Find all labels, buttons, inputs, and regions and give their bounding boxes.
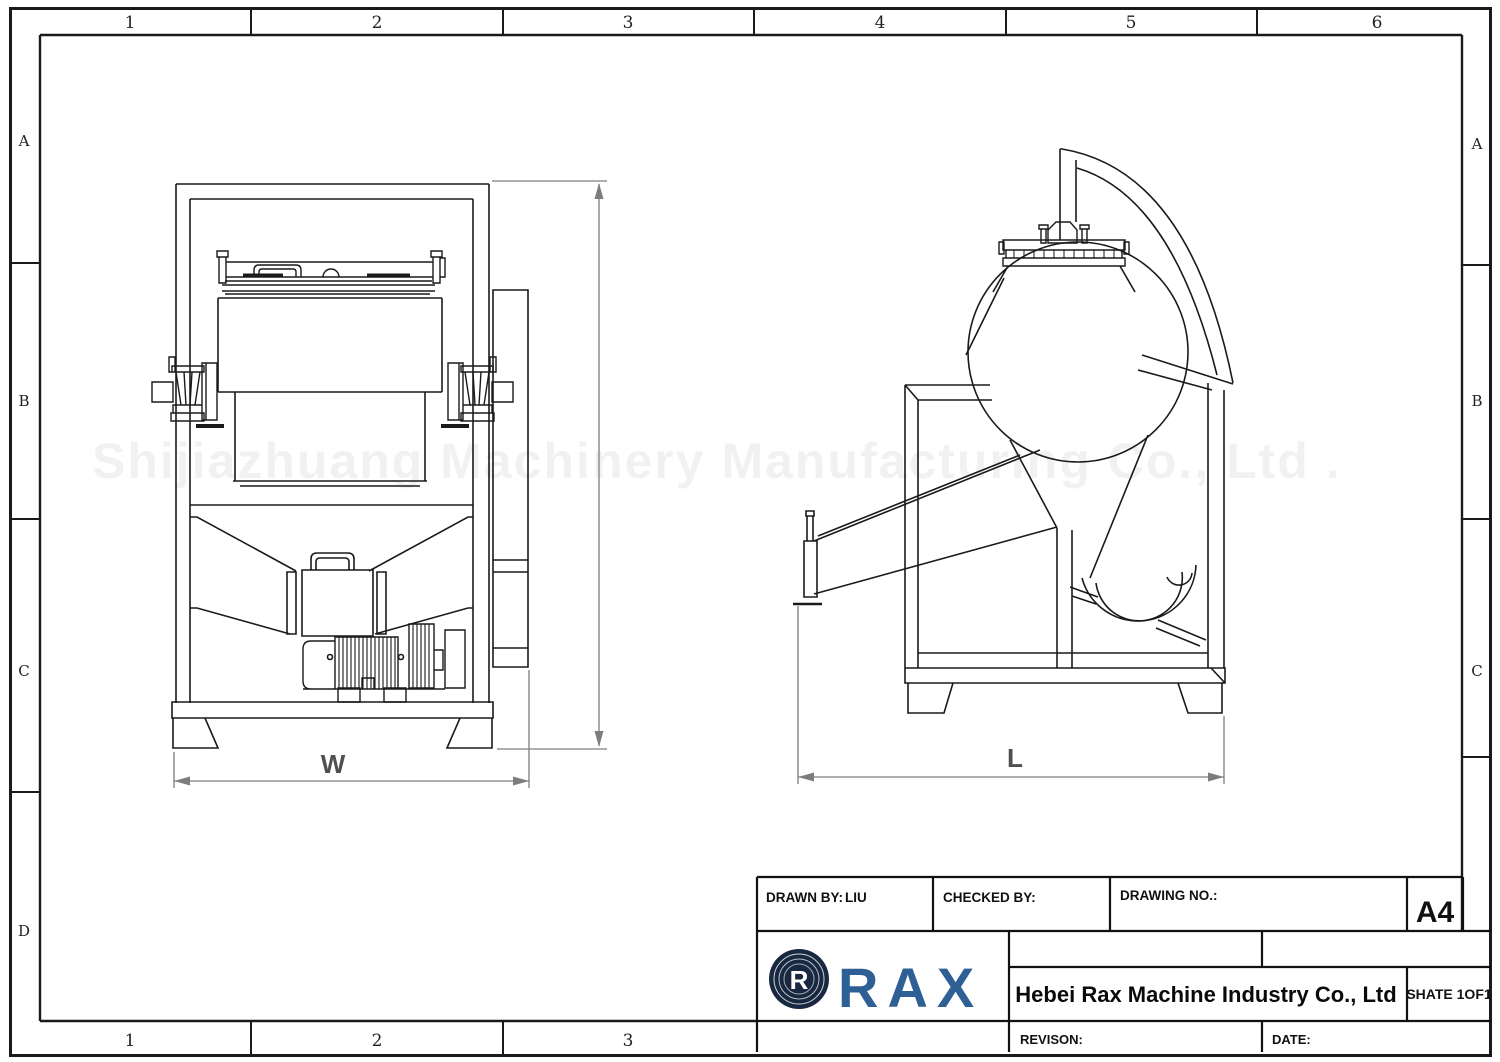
side-stand-frame <box>904 383 1226 714</box>
outer-border <box>9 7 1492 1057</box>
front-gantry-frame <box>175 183 490 703</box>
zone-label-bottom-1: 1 <box>125 1031 136 1051</box>
logo-wordmark: RAX <box>838 956 983 1019</box>
zone-label-right-c: C <box>1471 662 1482 680</box>
side-lid-flange <box>998 221 1130 267</box>
side-flange-ticks <box>1013 250 1115 258</box>
front-bearing-left <box>151 356 218 422</box>
front-bearing-right <box>447 356 514 422</box>
dim-l-arrow-left <box>798 772 814 782</box>
zone-label-top-3: 3 <box>623 13 634 33</box>
zone-label-right-a: A <box>1471 135 1483 153</box>
front-lid-tab-right <box>367 273 410 277</box>
title-block: DRAWN BY: LIU CHECKED BY: DRAWING NO.: A… <box>755 875 1492 1052</box>
title-block-lines <box>755 875 1491 1052</box>
dimension-width: W <box>173 670 530 788</box>
dim-w-arrow-right <box>513 776 529 786</box>
drawing-no-label: DRAWING NO.: <box>1120 888 1218 903</box>
front-hopper <box>190 504 473 637</box>
dim-h-arrow-bottom <box>594 731 604 747</box>
dim-w-label: W <box>321 749 346 779</box>
border-frame <box>9 7 1492 1057</box>
dimension-length: L <box>797 606 1225 784</box>
zone-label-top-4: 4 <box>875 13 886 33</box>
front-motor-bolt-left <box>326 653 334 661</box>
front-pulley-housing <box>492 289 529 668</box>
zone-label-left-c: C <box>18 662 29 680</box>
logo-emblem-ring-outer <box>773 953 825 1005</box>
zone-label-bottom-3: 3 <box>623 1031 634 1051</box>
side-drum-cone <box>965 265 1149 579</box>
zone-label-left-b: B <box>18 392 29 410</box>
drawn-by-value: LIU <box>845 890 867 905</box>
logo-emblem-ring-mid <box>778 958 820 1000</box>
zone-labels: 1 2 3 4 5 6 1 2 3 A B C D A B C <box>18 13 1483 1051</box>
side-chute <box>803 449 1058 598</box>
front-view <box>151 183 529 749</box>
side-lift-arm <box>1059 149 1077 240</box>
logo-emblem-circle <box>769 949 829 1009</box>
logo-monogram: R <box>790 965 809 995</box>
dim-l-label: L <box>1007 743 1023 773</box>
watermark-text: Shijiazhuang Machinery Manufacturing Co.… <box>92 433 1342 489</box>
zone-label-left-a: A <box>18 132 30 150</box>
zone-label-right-b: B <box>1471 392 1482 410</box>
side-view <box>793 148 1234 714</box>
dim-h-lines <box>492 180 607 750</box>
side-drive-ring <box>1069 564 1207 647</box>
inner-border <box>38 33 1464 1023</box>
side-fan-arm <box>1060 148 1234 391</box>
front-pad-right <box>441 424 469 428</box>
sheet-number: SHATE 1OF1 <box>1406 986 1492 1002</box>
dim-l-lines <box>797 606 1225 784</box>
dimension-height <box>492 180 607 750</box>
front-lid-assembly <box>216 250 446 295</box>
dim-h-arrow-top <box>594 183 604 199</box>
front-pad-left <box>196 424 224 428</box>
dim-l-arrow-right <box>1208 772 1224 782</box>
company-name: Hebei Rax Machine Industry Co., Ltd <box>1015 982 1396 1007</box>
zone-divider-lines <box>10 8 1491 1055</box>
dim-w-lines <box>173 670 530 788</box>
date-label: DATE: <box>1272 1032 1311 1047</box>
front-drum-body <box>217 297 443 487</box>
zone-label-top-5: 5 <box>1126 13 1137 33</box>
front-base <box>171 701 494 749</box>
zone-label-top-1: 1 <box>125 13 136 33</box>
dim-w-arrow-left <box>174 776 190 786</box>
zone-label-top-2: 2 <box>372 13 383 33</box>
side-drum-shell <box>967 241 1189 463</box>
drawn-by-label: DRAWN BY: <box>766 890 843 905</box>
front-motor-fins <box>338 624 430 689</box>
revision-label: REVISON: <box>1020 1032 1083 1047</box>
front-motor-bolt-right <box>397 653 405 661</box>
company-logo: R RAX <box>769 949 983 1019</box>
logo-emblem-ring-inner <box>783 963 815 995</box>
paper-size: A4 <box>1416 896 1455 929</box>
front-lid-tab-left <box>243 273 283 277</box>
checked-by-label: CHECKED BY: <box>943 890 1036 905</box>
zone-label-left-d: D <box>18 922 30 940</box>
zone-label-top-6: 6 <box>1372 13 1383 33</box>
zone-label-bottom-2: 2 <box>372 1031 383 1051</box>
watermark: Shijiazhuang Machinery Manufacturing Co.… <box>92 433 1342 489</box>
